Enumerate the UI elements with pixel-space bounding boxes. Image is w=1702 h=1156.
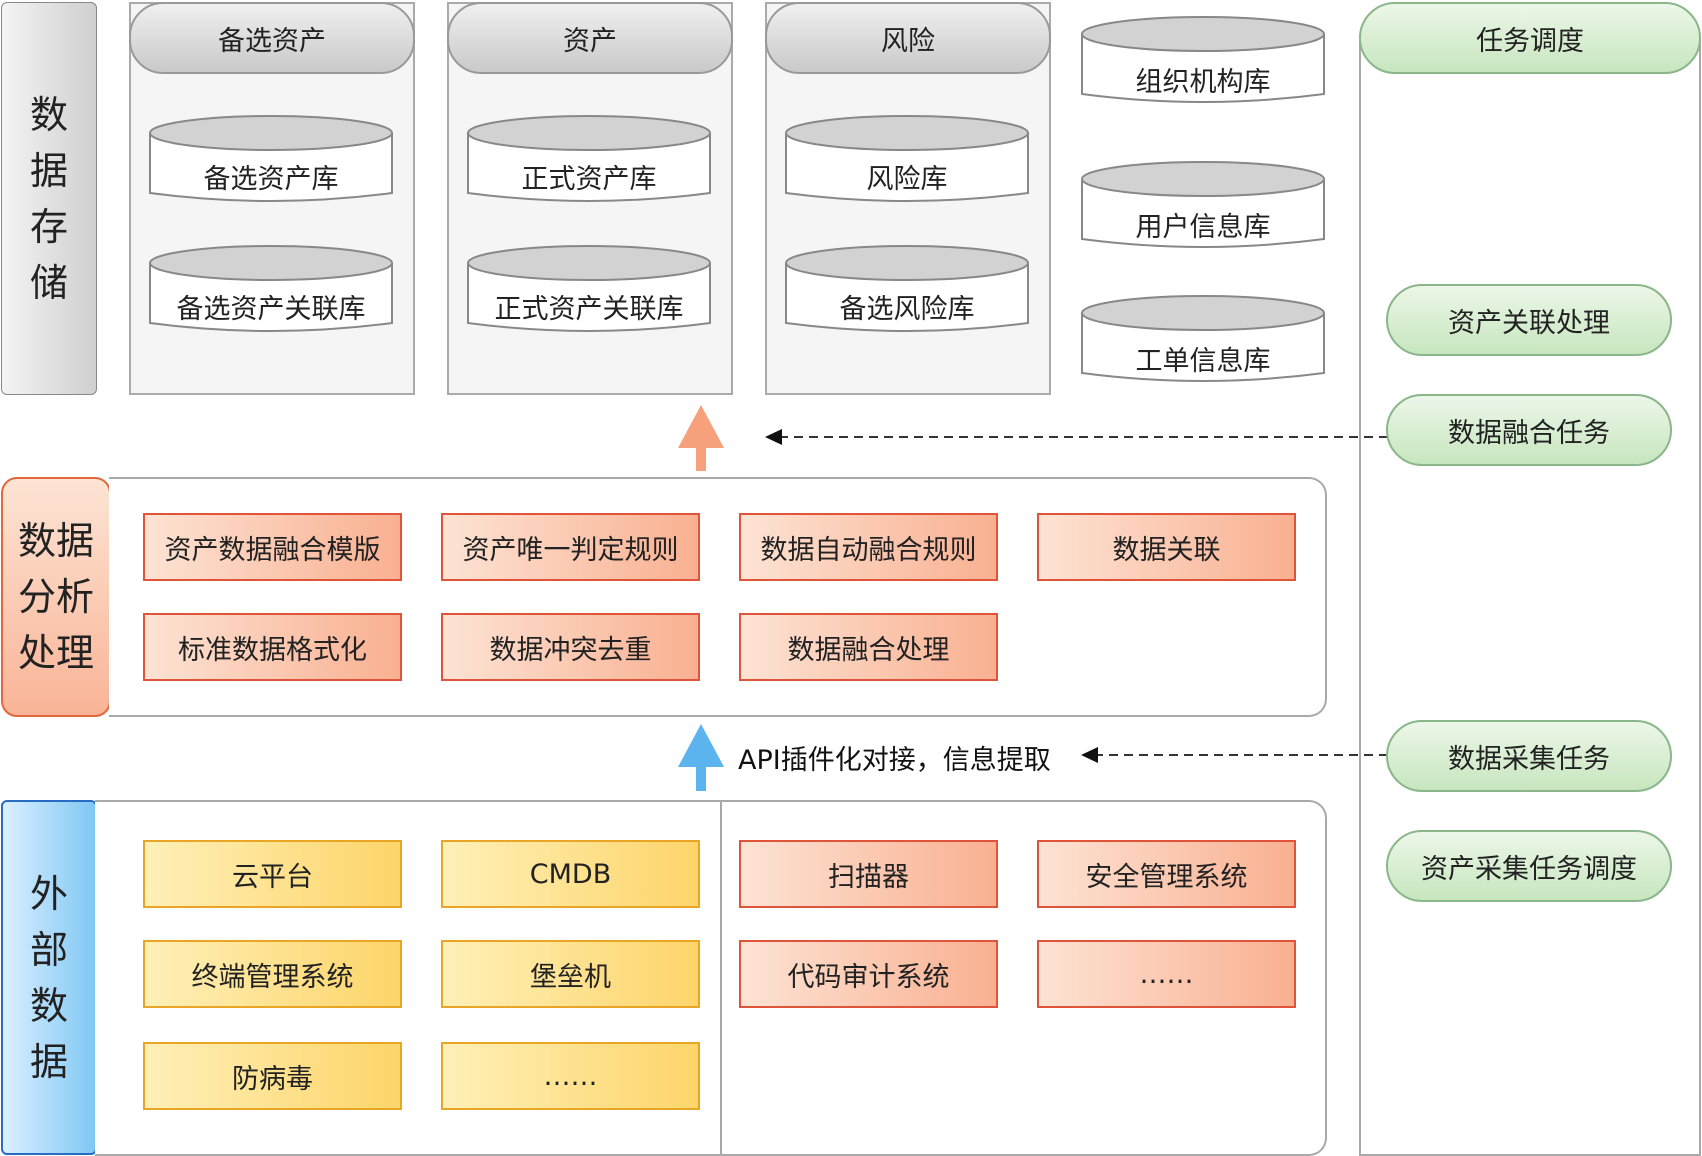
database-cylinder: 工单信息库: [1081, 295, 1325, 387]
database-label: 工单信息库: [1135, 346, 1271, 377]
external-source: 云平台: [143, 840, 402, 908]
database-cylinder: 组织机构库: [1081, 16, 1325, 108]
cylinder-icon: [149, 245, 393, 332]
process-item: 数据关联: [1037, 513, 1296, 581]
scheduler-task: 资产关联处理: [1386, 284, 1672, 356]
process-item: 数据融合处理: [739, 613, 998, 681]
external-layer-text: 外部数据: [30, 871, 69, 1084]
scheduler-title: 任务调度: [1359, 2, 1701, 74]
up-arrow-icon: [678, 405, 724, 471]
cylinder-icon: [785, 245, 1029, 332]
api-note: API插件化对接，信息提取: [738, 745, 1051, 776]
scheduler-task: 数据融合任务: [1386, 394, 1672, 466]
external-source: 防病毒: [143, 1042, 402, 1110]
database-label: 备选资产关联库: [176, 294, 366, 325]
database-cylinder: 正式资产库: [467, 115, 711, 207]
external-source: 安全管理系统: [1037, 840, 1296, 908]
external-divider: [720, 800, 722, 1156]
cylinder-icon: [785, 115, 1029, 202]
database-label: 组织机构库: [1135, 67, 1271, 98]
storage-layer-label: 数据存储: [1, 2, 97, 395]
process-item: 资产唯一判定规则: [441, 513, 700, 581]
database-cylinder: 备选资产库: [149, 115, 393, 207]
external-source: 堡垒机: [441, 940, 700, 1008]
process-item: 资产数据融合模版: [143, 513, 402, 581]
database-label: 风险库: [866, 164, 948, 195]
storage-layer-text: 数据存储: [30, 92, 69, 305]
cylinder-icon: [467, 115, 711, 202]
processing-layer-label: 数据分析处理: [1, 477, 111, 717]
process-item: 数据冲突去重: [441, 613, 700, 681]
dashed-connector: [1081, 747, 1388, 763]
database-cylinder: 用户信息库: [1081, 161, 1325, 253]
external-layer-label: 外部数据: [1, 800, 97, 1155]
processing-layer-text: 数据分析处理: [18, 519, 95, 675]
external-source: CMDB: [441, 840, 700, 908]
scheduler-column: [1359, 40, 1701, 1156]
external-source: 扫描器: [739, 840, 998, 908]
database-cylinder: 备选风险库: [785, 245, 1029, 337]
up-arrow-icon: [678, 724, 724, 791]
external-source: ……: [1037, 940, 1296, 1008]
database-cylinder: 正式资产关联库: [467, 245, 711, 337]
database-label: 正式资产库: [521, 164, 657, 195]
storage-group-title: 风险: [765, 2, 1051, 74]
external-source: 代码审计系统: [739, 940, 998, 1008]
database-label: 备选资产库: [203, 164, 339, 195]
cylinder-icon: [1081, 295, 1325, 382]
database-label: 正式资产关联库: [494, 294, 684, 325]
dashed-connector: [765, 429, 1388, 445]
database-cylinder: 风险库: [785, 115, 1029, 207]
external-source: ……: [441, 1042, 700, 1110]
cylinder-icon: [1081, 161, 1325, 248]
storage-group-title: 备选资产: [129, 2, 415, 74]
database-label: 用户信息库: [1135, 212, 1271, 243]
database-cylinder: 备选资产关联库: [149, 245, 393, 337]
cylinder-icon: [1081, 16, 1325, 103]
external-source: 终端管理系统: [143, 940, 402, 1008]
process-item: 标准数据格式化: [143, 613, 402, 681]
process-item: 数据自动融合规则: [739, 513, 998, 581]
scheduler-task: 资产采集任务调度: [1386, 830, 1672, 902]
cylinder-icon: [149, 115, 393, 202]
scheduler-task: 数据采集任务: [1386, 720, 1672, 792]
cylinder-icon: [467, 245, 711, 332]
storage-group-title: 资产: [447, 2, 733, 74]
database-label: 备选风险库: [839, 294, 975, 325]
